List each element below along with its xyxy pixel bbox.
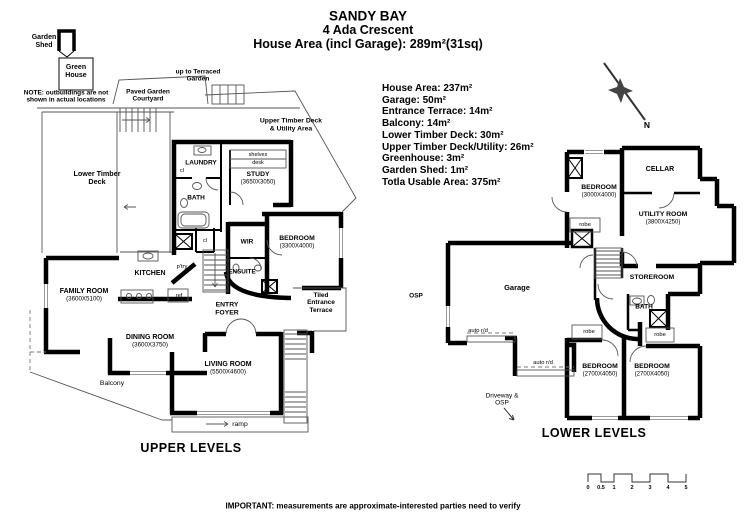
scale-tick: 0 (586, 485, 590, 491)
bedroom-upper-label: BEDROOM (279, 235, 315, 243)
closet-label: cl (179, 167, 185, 174)
upper-plan-fixtures (29, 145, 347, 433)
ramp-label: ramp (232, 421, 248, 429)
house-area-line: House Area (incl Garage): 289m²(31sq) (253, 37, 483, 51)
area-summary-item: Upper Timber Deck/Utility: 26m² (382, 141, 534, 153)
bedroom2-label: BEDROOM (582, 363, 618, 371)
greenhouse-outline (58, 57, 94, 91)
family-room-dims: (3600X5100) (66, 295, 102, 303)
upper-plan-windows (44, 228, 343, 415)
bedroom2-dims: (2700X4050) (582, 371, 618, 378)
driveway-osp-label: Driveway & OSP (485, 392, 519, 407)
robe-label: robe (654, 331, 666, 338)
lower-plan-dashed-lines (467, 332, 574, 368)
area-summary-list: House Area: 237m² Garage: 50m² Entrance … (382, 83, 534, 188)
scale-tick: 1 (612, 485, 616, 491)
lower-timber-deck-label: Lower Timber Deck (73, 168, 121, 186)
auto-rd-label: auto r/d (468, 327, 488, 334)
pantry-label: p'try (176, 263, 188, 270)
bedroom1-dims: (3000X4000) (581, 192, 617, 199)
utility-room-dims: (3800X4250) (645, 219, 681, 226)
shelves-label: shelves (248, 151, 268, 158)
upper-levels-title: UPPER LEVELS (140, 441, 242, 455)
study-dims: (3650X3050) (240, 179, 276, 186)
garden-shed-outline (57, 29, 76, 58)
paved-garden-courtyard-label: Paved Garden Courtyard (126, 88, 170, 103)
scale-tick: 5 (684, 485, 688, 491)
bedroom3-dims: (2700X4050) (634, 371, 670, 378)
lower-plan-windows (446, 150, 688, 420)
area-summary-item: Balcony: 14m² (382, 118, 451, 130)
living-room-label: LIVING ROOM (204, 361, 252, 369)
scale-tick: 4 (666, 485, 670, 491)
compass-needle-icon (603, 62, 646, 121)
living-room-dims: (5500X4600) (210, 368, 246, 376)
fridge-label: ref (175, 292, 183, 299)
upper-timber-deck-label: Upper Timber Deck & Utility Area (259, 117, 323, 132)
entry-foyer-label: ENTRY FOYER (215, 301, 239, 316)
balcony-label: Balcony (99, 380, 125, 388)
green-house-label: Green House (65, 64, 87, 79)
disclaimer-text: IMPORTANT: measurements are approximate-… (225, 501, 521, 511)
lower-plan-fixtures (466, 192, 675, 421)
wir-label: WIR (240, 238, 254, 246)
address-line: 4 Ada Crescent (322, 23, 414, 37)
area-summary-item: Entrance Terrace: 14m² (382, 106, 493, 118)
laundry-label: LAUNDRY (185, 159, 217, 167)
bedroom3-label: BEDROOM (634, 363, 670, 371)
cellar-label: CELLAR (645, 166, 675, 174)
osp-label: OSP (409, 292, 423, 300)
garden-shed-label: Garden Shed (31, 34, 57, 49)
storeroom-label: STOREROOM (629, 274, 675, 282)
compass-north-label: N (643, 120, 651, 131)
bedroom-upper-dims: (3300X4000) (279, 243, 315, 250)
area-summary-item: Lower Timber Deck: 30m² (382, 129, 504, 141)
area-summary-item: Totla Usable Area: 375m² (382, 176, 501, 188)
area-summary-item: Greenhouse: 3m² (382, 153, 465, 165)
bath-lower-label: BATH (635, 303, 653, 311)
auto-rd-label: auto r/d (533, 359, 553, 366)
tiled-entrance-terrace-label: Tiled Entrance Terrace (307, 292, 335, 314)
dining-room-label: DINING ROOM (125, 334, 175, 342)
scale-tick: 3 (648, 485, 652, 491)
bath-upper-label: BATH (187, 194, 205, 202)
scale-bar (587, 473, 687, 483)
area-summary-item: Garage: 50m² (382, 94, 446, 106)
bedroom1-label: BEDROOM (581, 184, 617, 192)
dining-room-dims: (3600X3750) (132, 341, 168, 349)
robe-label: robe (579, 221, 591, 228)
page-title: SANDY BAY (328, 8, 408, 24)
kitchen-label: KITCHEN (134, 270, 166, 278)
utility-room-label: UTILITY ROOM (638, 211, 688, 219)
outbuildings-note: NOTE: outbuildings are not shown in actu… (23, 89, 109, 104)
lower-levels-title: LOWER LEVELS (541, 426, 647, 440)
garage-label: Garage (504, 282, 530, 292)
ensuite-label: ENSUITE (228, 268, 256, 276)
lower-plan-walls (445, 145, 737, 421)
upper-plan-interior-walls (174, 142, 278, 294)
study-label: STUDY (246, 171, 270, 179)
family-room-label: FAMILY ROOM (59, 288, 109, 296)
upper-plan-dashed-lines (29, 310, 46, 372)
area-summary-item: House Area: 237m² (382, 83, 473, 94)
upper-plan-deck-lines (37, 75, 357, 253)
closet-label: cl (202, 237, 208, 244)
robe-label: robe (583, 328, 595, 335)
area-summary-item: Garden Shed: 1m² (382, 164, 469, 176)
scale-tick: 0.5 (597, 485, 605, 491)
scale-tick: 2 (630, 485, 634, 491)
desk-label: desk (252, 159, 264, 166)
up-to-terraced-garden-label: up to Terraced Garden (175, 68, 221, 83)
